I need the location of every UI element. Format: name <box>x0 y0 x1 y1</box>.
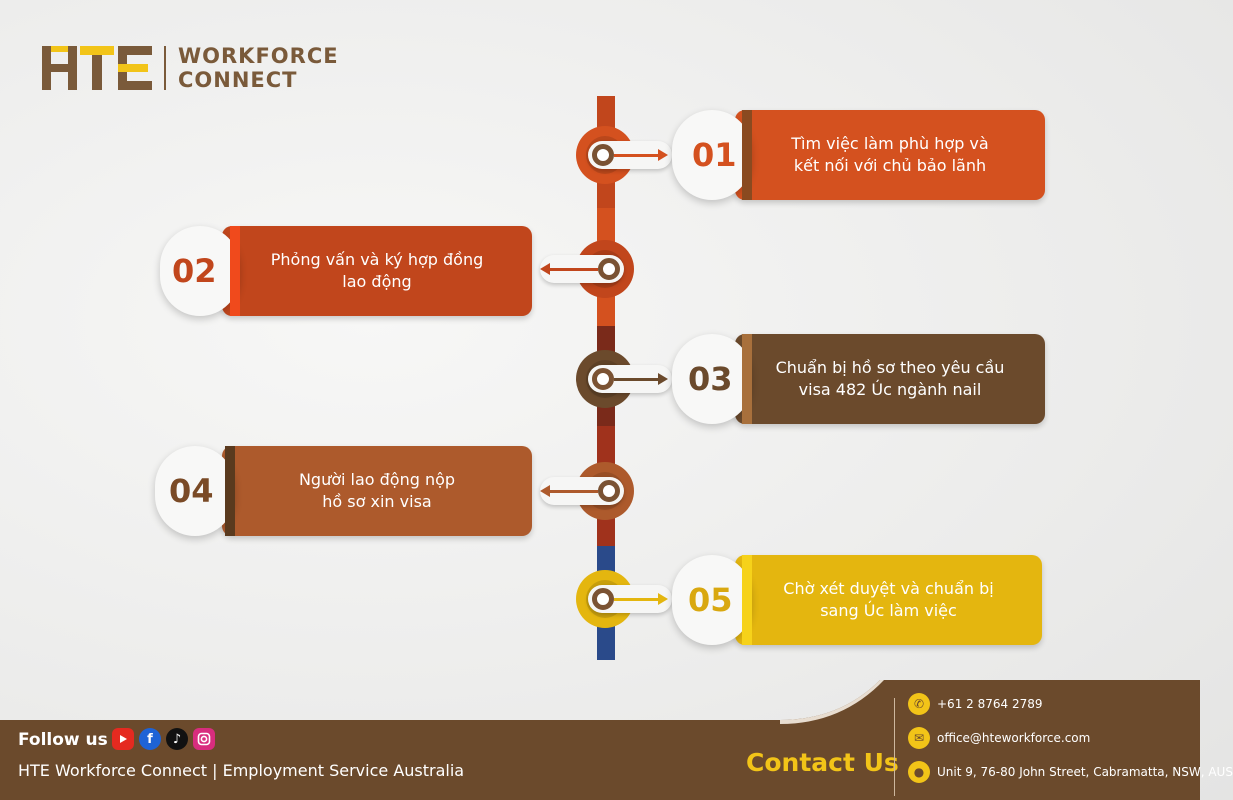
step-03-number-bubble: 03 <box>672 334 752 424</box>
step-04-number: 04 <box>169 472 214 510</box>
step-02-number: 02 <box>172 252 217 290</box>
footer-band <box>0 680 1200 800</box>
hte-logo-mark <box>42 44 156 92</box>
facebook-icon[interactable]: f <box>139 728 161 750</box>
contact-email[interactable]: office@hteworkforce.com <box>937 731 1091 745</box>
step-01-card: Tìm việc làm phù hợp và kết nối với chủ … <box>735 110 1045 200</box>
step-05-number-bubble: 05 <box>672 555 752 645</box>
step-03-connector <box>588 365 672 393</box>
location-pin-icon: ● <box>908 761 930 783</box>
step-03-text-line1: Chuẩn bị hồ sơ theo yêu cầu <box>775 358 1005 377</box>
step-05-text-line1: Chờ xét duyệt và chuẩn bị <box>783 579 994 598</box>
step-05-connector <box>588 585 672 613</box>
step-05-card: Chờ xét duyệt và chuẩn bị sang Úc làm vi… <box>735 555 1042 645</box>
tiktok-icon[interactable]: ♪ <box>166 728 188 750</box>
step-02-text-line2: lao động <box>342 272 412 291</box>
step-02-connector <box>540 255 624 283</box>
follow-us-label: Follow us <box>18 730 108 750</box>
step-05-number: 05 <box>688 581 733 619</box>
youtube-icon[interactable] <box>112 728 134 750</box>
step-05-text-line2: sang Úc làm việc <box>820 601 957 620</box>
contact-divider <box>894 698 895 796</box>
email-icon: ✉ <box>908 727 930 749</box>
step-04-number-bubble: 04 <box>155 446 235 536</box>
brand-name-line2: CONNECT <box>178 68 298 92</box>
phone-icon: ✆ <box>908 693 930 715</box>
step-04-connector <box>540 477 624 505</box>
footer-company-line: HTE Workforce Connect | Employment Servi… <box>18 761 465 780</box>
step-02-number-bubble: 02 <box>160 226 240 316</box>
step-01-text-line2: kết nối với chủ bảo lãnh <box>793 156 987 175</box>
step-02-text-line1: Phỏng vấn và ký hợp đồng <box>270 250 484 269</box>
step-03-number: 03 <box>688 360 733 398</box>
instagram-icon[interactable] <box>193 728 215 750</box>
brand-name-line1: WORKFORCE <box>178 44 339 68</box>
step-02-card: Phỏng vấn và ký hợp đồng lao động <box>222 226 532 316</box>
contact-address: Unit 9, 76-80 John Street, Cabramatta, N… <box>937 765 1233 779</box>
step-01-connector <box>588 141 672 169</box>
contact-us-title: Contact Us <box>746 748 899 777</box>
step-03-card: Chuẩn bị hồ sơ theo yêu cầu visa 482 Úc … <box>735 334 1045 424</box>
step-04-text-line1: Người lao động nộp <box>298 470 456 489</box>
step-01-text-line1: Tìm việc làm phù hợp và <box>791 134 989 153</box>
step-04-text-line2: hồ sơ xin visa <box>322 492 432 511</box>
step-04-card: Người lao động nộp hồ sơ xin visa <box>222 446 532 536</box>
step-01-number-bubble: 01 <box>672 110 752 200</box>
brand-name: WORKFORCE CONNECT <box>178 44 339 92</box>
brand-logo: WORKFORCE CONNECT <box>42 44 339 92</box>
step-01-number: 01 <box>692 136 737 174</box>
step-03-text-line2: visa 482 Úc ngành nail <box>798 380 982 399</box>
contact-phone[interactable]: +61 2 8764 2789 <box>937 697 1043 711</box>
logo-divider <box>164 46 166 90</box>
